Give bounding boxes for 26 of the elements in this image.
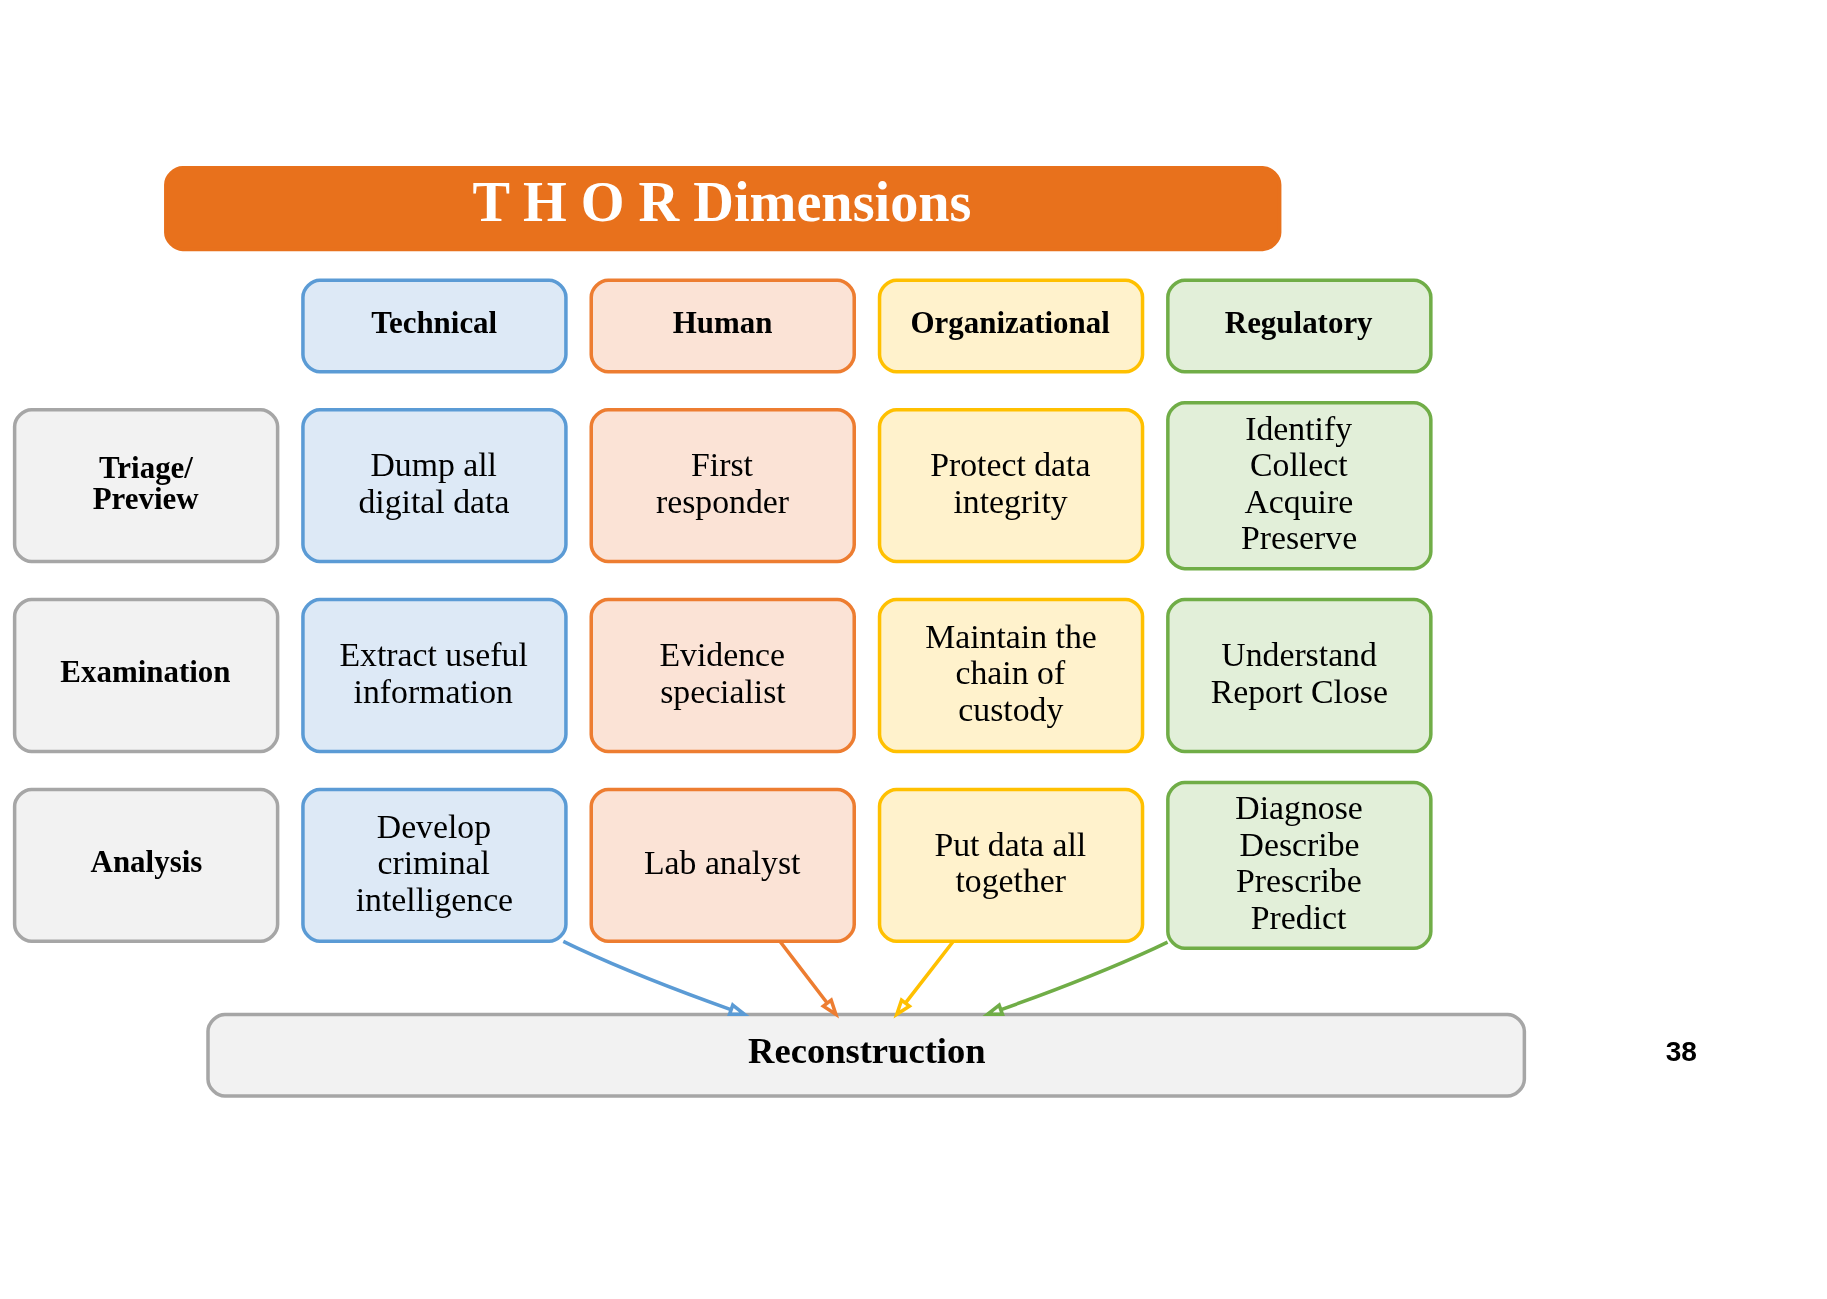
node-box: Diagnose Describe Prescribe Predict: [1165, 780, 1433, 951]
arrow: [893, 940, 954, 1019]
node-box: Dump all digital data: [300, 407, 568, 564]
arrow: [982, 940, 1168, 1017]
node-box: T H O R Dimensions: [163, 166, 1281, 252]
node-box: Protect data integrity: [877, 407, 1144, 564]
node-box: Extract useful information: [300, 597, 568, 754]
node-box: Evidence specialist: [589, 597, 856, 754]
node-box: Organizational: [877, 278, 1144, 374]
node-box: First responder: [589, 407, 856, 564]
node-box: Technical: [300, 278, 568, 374]
label: 38: [1665, 1035, 1697, 1067]
node-box: Put data all together: [877, 787, 1144, 944]
node-box: Lab analyst: [589, 787, 856, 944]
node-box: Maintain the chain of custody: [877, 597, 1144, 754]
node-box: Understand Report Close: [1165, 597, 1433, 754]
node-box: Human: [589, 278, 856, 374]
node-box: Develop criminal intelligence: [300, 787, 568, 944]
arrow: [562, 939, 749, 1017]
node-box: Analysis: [12, 787, 279, 944]
node-box: Triage/ Preview: [12, 407, 279, 564]
node-box: Identify Collect Acquire Preserve: [1165, 400, 1433, 571]
node-box: Reconstruction: [205, 1012, 1526, 1098]
node-box: Examination: [12, 597, 279, 754]
node-box: Regulatory: [1165, 278, 1433, 374]
arrow: [778, 940, 839, 1019]
